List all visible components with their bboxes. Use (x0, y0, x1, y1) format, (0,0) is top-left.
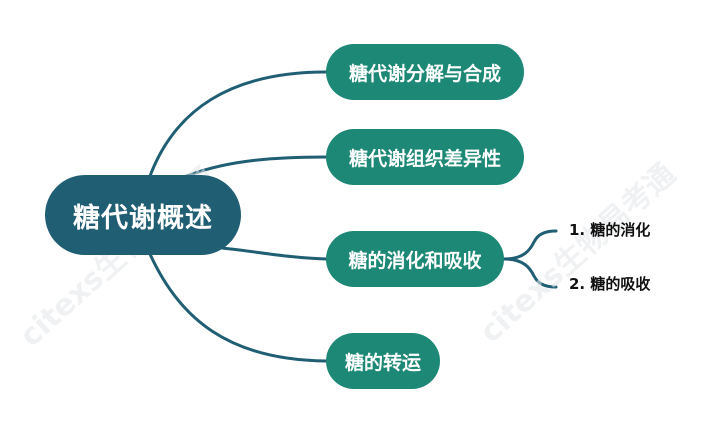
connector-root-to-branch-2 (180, 155, 328, 180)
branch-node-tissue-differences[interactable]: 糖代谢组织差异性 (326, 129, 524, 185)
connector-root-to-branch-3 (220, 246, 328, 261)
branch-node-digestion-absorption[interactable]: 糖的消化和吸收 (326, 231, 504, 287)
connector-root-to-branch-1 (148, 70, 328, 178)
connector-root-to-branch-4 (148, 252, 328, 363)
root-node[interactable]: 糖代谢概述 (45, 175, 241, 255)
connector-branch3-to-leaves (502, 229, 558, 289)
leaf-node-absorption[interactable]: 2. 糖的吸收 (569, 275, 651, 293)
branch-node-sugar-transport[interactable]: 糖的转运 (326, 333, 440, 389)
branch-node-sugar-metabolism-breakdown-synthesis[interactable]: 糖代谢分解与合成 (326, 44, 524, 100)
leaf-node-digestion[interactable]: 1. 糖的消化 (569, 221, 651, 239)
